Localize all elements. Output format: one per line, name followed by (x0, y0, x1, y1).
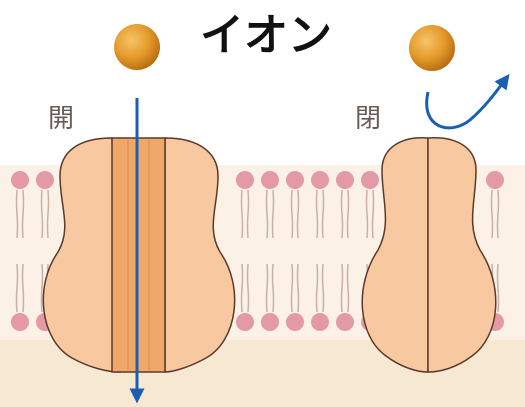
ion-blocked-arrow (427, 80, 505, 128)
ion-title: イオン (200, 10, 332, 61)
closed-label: 閉 (355, 104, 381, 134)
lipid-head (336, 313, 354, 331)
lipid-head (36, 171, 54, 189)
open-channel (43, 138, 234, 372)
lipid-head (361, 171, 379, 189)
lipid-head (286, 171, 304, 189)
lipid-head (286, 313, 304, 331)
lipid-head (236, 171, 254, 189)
ion-sphere-open-side (114, 24, 160, 70)
open-label: 開 (48, 104, 74, 134)
lipid-head (261, 171, 279, 189)
lipid-head (311, 171, 329, 189)
lipid-head (311, 313, 329, 331)
lipid-head (486, 171, 504, 189)
lipid-head (261, 313, 279, 331)
closed-channel (362, 138, 496, 372)
ion-sphere-closed-side (409, 25, 455, 71)
lipid-head (236, 313, 254, 331)
lipid-head (11, 171, 29, 189)
lipid-head (336, 171, 354, 189)
lipid-head (11, 313, 29, 331)
